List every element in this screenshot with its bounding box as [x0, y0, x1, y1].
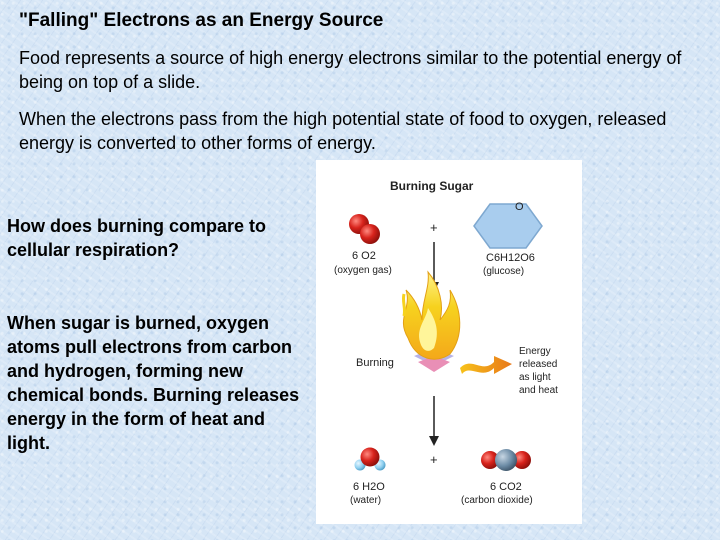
- intro-paragraph: Food represents a source of high energy …: [19, 48, 682, 92]
- burning-sugar-figure: Burning Sugar 6 O2 (oxygen gas) + O C6H1…: [316, 160, 582, 524]
- reaction-arrow-bottom: [429, 396, 439, 446]
- energy-label-line-3: as light: [519, 372, 551, 383]
- answer-text: When sugar is burned, oxygen atoms pull …: [7, 313, 300, 453]
- carbon-dioxide-formula: 6 CO2: [490, 481, 522, 493]
- question-text: How does burning compare to cellular res…: [7, 216, 267, 260]
- oxygen-name: (oxygen gas): [334, 265, 392, 276]
- energy-label-line-4: and heat: [519, 385, 558, 396]
- slide-title: "Falling" Electrons as an Energy Source: [19, 10, 384, 31]
- oxygen-formula: 6 O2: [352, 250, 376, 262]
- water-name: (water): [350, 495, 381, 506]
- water-molecule: [354, 447, 386, 471]
- water-formula: 6 H2O: [353, 481, 385, 493]
- energy-released-arrow: [460, 356, 512, 374]
- carbon-dioxide-name: (carbon dioxide): [461, 495, 533, 506]
- energy-label-line-2: released: [519, 359, 557, 370]
- oxygen-molecule: [349, 214, 380, 244]
- process-label: Burning: [356, 357, 394, 369]
- plus-sign-reactants: +: [430, 220, 438, 235]
- carbon-dioxide-molecule: [481, 449, 531, 471]
- electron-transfer-paragraph: When the electrons pass from the high po…: [19, 109, 667, 153]
- plus-sign-products: +: [430, 452, 438, 467]
- energy-label-line-1: Energy: [519, 346, 551, 357]
- figure-title: Burning Sugar: [390, 179, 474, 193]
- flame-icon: [401, 270, 461, 372]
- glucose-formula: C6H12O6: [486, 252, 535, 264]
- glucose-name: (glucose): [483, 266, 524, 277]
- glucose-ring: [473, 203, 543, 249]
- ring-oxygen-label: O: [515, 201, 524, 213]
- burning-sugar-diagram: Burning Sugar 6 O2 (oxygen gas) + O C6H1…: [334, 179, 558, 506]
